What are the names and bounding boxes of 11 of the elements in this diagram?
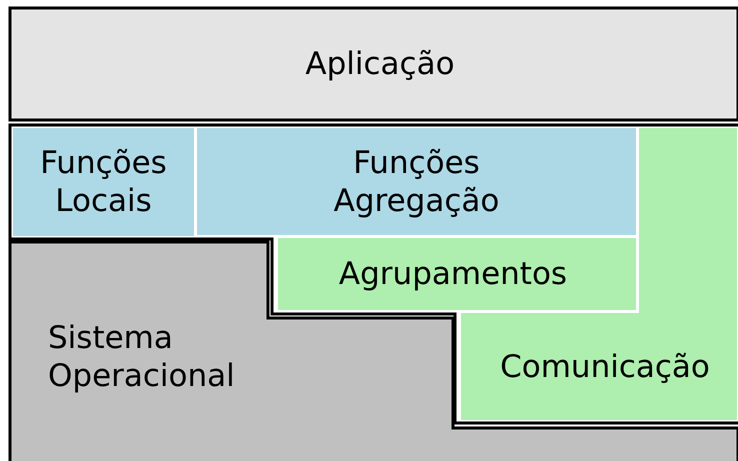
layer-label: Aplicação (305, 45, 455, 83)
layer-block (277, 237, 637, 311)
layer-block (12, 127, 195, 237)
layer-label: Agrupamentos (338, 255, 568, 293)
layer-label: Comunicação (500, 348, 710, 386)
layer-label: Sistema Operacional (48, 319, 236, 395)
layer-block (196, 127, 637, 236)
layer-label: Funções Agregação (332, 144, 500, 220)
layer-block (10, 8, 738, 120)
layer-label: Funções Locais (39, 144, 168, 220)
layer-block (10, 242, 738, 461)
